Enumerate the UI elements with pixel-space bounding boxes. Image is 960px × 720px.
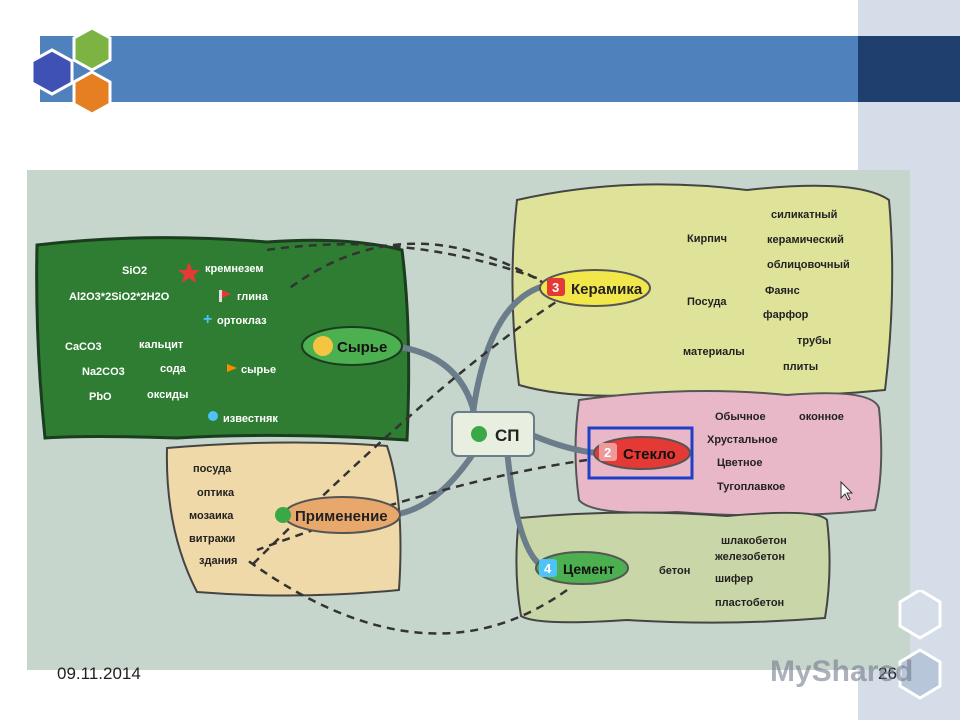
primenenie-item: витражи: [189, 533, 235, 545]
mindmap-diagram: СП Сырье SiO2 кремнезем Al2O3*2SiO2*2H2O…: [35, 183, 894, 635]
primenenie-item: здания: [199, 555, 237, 567]
selection-frame: [587, 426, 694, 480]
star-icon: [178, 262, 200, 283]
badge-number: 4: [544, 561, 552, 576]
steklo-item: Тугоплавкое: [717, 481, 785, 493]
primenenie-item: мозаика: [189, 510, 234, 522]
number-badge: [547, 278, 565, 296]
syrye-item: кальцит: [139, 339, 184, 351]
keramika-node: [539, 269, 651, 307]
badge-number: 2: [604, 445, 611, 460]
branch-keramika: [469, 282, 548, 421]
cement-item: пластобетон: [715, 597, 784, 609]
flag-icon: [227, 364, 237, 372]
steklo-item: оконное: [799, 411, 844, 423]
steklo-panel: [574, 390, 883, 517]
smile-icon: [313, 336, 333, 356]
relation-line: [246, 558, 568, 635]
syrye-item: CaCO3: [65, 341, 102, 353]
syrye-item: Al2O3*2SiO2*2H2O: [69, 291, 170, 303]
cement-item: шлакобетон: [721, 535, 787, 547]
keramika-group: Кирпич: [687, 233, 727, 245]
primenenie-item: посуда: [193, 463, 232, 475]
corner-hexagon-decoration: [898, 590, 942, 700]
title-bar: [40, 36, 858, 102]
branch-primenenie: [391, 446, 480, 518]
relation-line: [286, 242, 548, 292]
syrye-item: оксиды: [147, 389, 188, 401]
flag-icon: [219, 290, 222, 302]
keramika-group: Посуда: [687, 296, 727, 308]
syrye-item: известняк: [223, 413, 278, 425]
title-bar-accent: [858, 36, 960, 102]
syrye-item: PbO: [89, 391, 112, 403]
steklo-item: Обычное: [715, 411, 766, 423]
slide-date: 09.11.2014: [57, 664, 141, 683]
primenenie-item: оптика: [197, 487, 235, 499]
cement-panel: [515, 511, 831, 624]
keramika-panel: [511, 183, 894, 397]
syrye-node: [301, 326, 403, 366]
keramika-item: плиты: [783, 361, 818, 373]
flag-icon: [222, 290, 231, 298]
keramika-item: керамический: [767, 234, 844, 246]
syrye-item: Na2CO3: [82, 366, 125, 378]
badge-number: 3: [552, 280, 559, 295]
keramika-group: материалы: [683, 346, 745, 358]
syrye-item: кремнезем: [205, 263, 264, 275]
steklo-item: Цветное: [717, 457, 763, 469]
mouse-cursor-icon: [840, 480, 854, 501]
cement-group: бетон: [659, 565, 690, 577]
keramika-item: силикатный: [771, 209, 837, 221]
check-icon: [275, 507, 291, 523]
cement-node: [535, 551, 629, 585]
primenenie-label: Применение: [295, 508, 388, 525]
syrye-item: ортоклаз: [217, 315, 267, 327]
syrye-item: сырье: [241, 364, 276, 376]
syrye-item: сода: [160, 363, 187, 375]
syrye-item: глина: [237, 291, 269, 303]
watermark-logo: MyShared: [770, 655, 913, 689]
syrye-panel: [35, 236, 411, 442]
check-icon: [471, 426, 487, 442]
cement-item: шифер: [715, 573, 754, 585]
steklo-item: Хрустальное: [707, 434, 778, 446]
keramika-item: облицовочный: [767, 259, 850, 271]
number-badge: [599, 443, 617, 461]
branch-cement: [504, 449, 544, 569]
branch-steklo: [530, 432, 598, 456]
keramika-label: Керамика: [571, 281, 643, 298]
syrye-item: SiO2: [122, 265, 147, 277]
hexagon-logo-icon: [30, 26, 112, 116]
relation-line: [266, 243, 543, 282]
watermark-text: MyShared: [770, 655, 914, 688]
plus-icon: +: [203, 311, 212, 328]
slide-page-number: 26: [878, 664, 897, 683]
steklo-label: Стекло: [623, 446, 676, 463]
person-icon: [208, 411, 218, 421]
keramika-item: фарфор: [763, 309, 809, 321]
mindmap-photo: СП Сырье SiO2 кремнезем Al2O3*2SiO2*2H2O…: [27, 170, 910, 670]
center-node: [451, 411, 535, 457]
keramika-item: Фаянс: [765, 285, 800, 297]
cement-item: железобетон: [714, 551, 785, 563]
cement-label: Цемент: [563, 561, 615, 577]
steklo-node: [593, 436, 691, 470]
keramika-item: трубы: [797, 335, 831, 347]
syrye-label: Сырье: [337, 339, 387, 356]
number-badge: [539, 559, 557, 577]
center-label: СП: [495, 426, 520, 445]
relation-line: [256, 458, 588, 552]
